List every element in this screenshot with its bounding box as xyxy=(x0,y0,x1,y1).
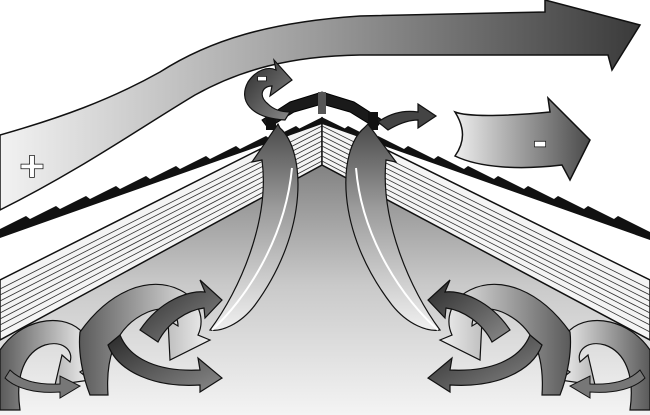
positive-pressure-label: + xyxy=(18,146,47,186)
leeward-wind-arrow-icon xyxy=(455,98,590,180)
ridge-exhaust-right-arrow-icon xyxy=(378,104,436,130)
negative-pressure-ridge-label: - xyxy=(257,63,268,93)
negative-pressure-leeward-label: - xyxy=(533,123,547,163)
